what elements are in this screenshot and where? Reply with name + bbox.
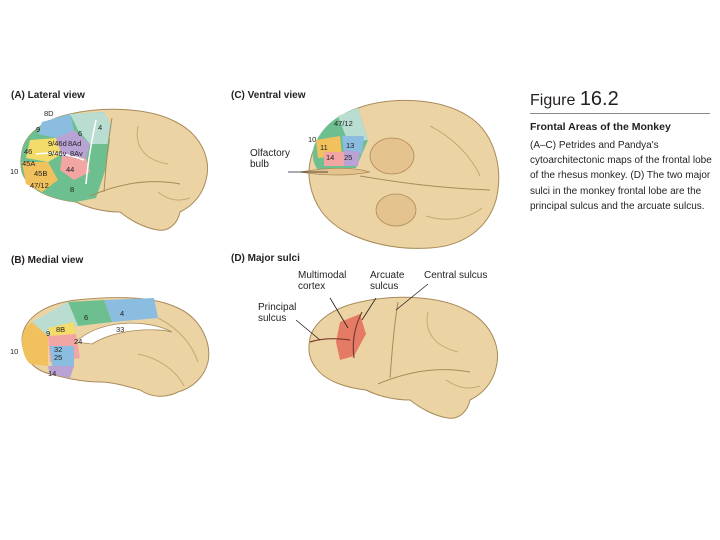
ventral-temporal-pole: [376, 194, 416, 226]
arcuate-sulcus-callout: Arcuate sulcus: [370, 270, 410, 292]
area-label: 8B: [56, 325, 65, 334]
area-label: 8Ad: [68, 139, 81, 148]
ventral-temporal-pole: [370, 138, 414, 174]
figure-word: Figure: [530, 92, 575, 109]
area-label: 45B: [34, 169, 47, 178]
area-label: 9: [46, 329, 50, 338]
area-label: 6: [78, 129, 82, 138]
area-label: 8D: [44, 109, 54, 118]
central-sulcus-callout: Central sulcus: [424, 270, 487, 281]
area-label: 44: [66, 165, 74, 174]
area-label: 25: [344, 153, 352, 162]
area-label: 4: [98, 123, 102, 132]
area-label: 14: [48, 369, 56, 378]
medial-area-blue: [104, 298, 158, 322]
area-label: 13: [346, 141, 354, 150]
multimodal-pointer: [330, 298, 348, 328]
area-label: 45A: [22, 159, 35, 168]
caption-title: Frontal Areas of the Monkey: [530, 121, 715, 133]
area-label: 46: [24, 147, 32, 156]
area-label: 11: [320, 143, 328, 152]
area-label: 33: [116, 325, 124, 334]
panel-d-label: (D) Major sulci: [231, 253, 300, 264]
principal-sulcus-callout: Principal sulcus: [258, 302, 302, 324]
arcuate-pointer: [362, 298, 376, 320]
figure-heading: Figure 16.2: [530, 88, 710, 111]
multimodal-cortex-callout: Multimodal cortex: [298, 270, 356, 292]
area-label: 9/46d: [48, 139, 67, 148]
panel-c-label: (C) Ventral view: [231, 90, 305, 101]
figure-number: 16.2: [580, 88, 619, 110]
area-label: 25: [54, 353, 62, 362]
caption-divider: [530, 113, 710, 114]
area-label: 8Av: [70, 149, 83, 158]
olfactory-bulb-pointer: [270, 160, 330, 190]
area-label: 8: [70, 185, 74, 194]
area-label: 24: [74, 337, 82, 346]
area-label: 47/12: [30, 181, 49, 190]
area-label: 10: [308, 135, 316, 144]
area-label: 47/12: [334, 119, 353, 128]
area-label: 6: [84, 313, 88, 322]
caption-body: (A–C) Petrides and Pandya's cytoarchitec…: [530, 138, 715, 214]
area-label: 9: [36, 125, 40, 134]
area-label: 9/46v: [48, 149, 67, 158]
area-label: 4: [120, 309, 124, 318]
area-label: 10: [10, 347, 18, 356]
area-label: 10: [10, 167, 18, 176]
